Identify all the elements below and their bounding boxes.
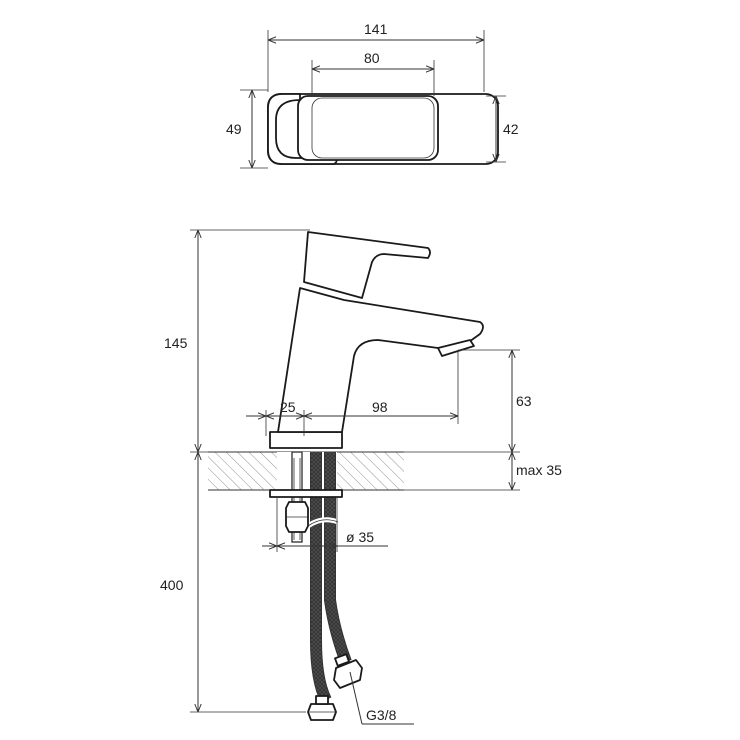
- top-view-lever-inner: [311, 97, 435, 159]
- dim-height: 145: [164, 335, 188, 351]
- mounting-plate: [269, 489, 343, 498]
- dim-top-depth-right: 42: [503, 121, 519, 137]
- top-view-dimensions: 141 80 49 42: [226, 21, 519, 169]
- side-view-dimensions: 145 400 63 max 35 25 98 ø 35 G3/8: [160, 229, 562, 725]
- dim-thread: G3/8: [366, 707, 397, 723]
- mounting-hardware: [269, 451, 343, 543]
- dim-top-lever: 80: [364, 50, 380, 66]
- dim-hole-diameter: ø 35: [346, 529, 374, 545]
- dim-spout-reach: 98: [372, 399, 388, 415]
- dim-max-thickness: max 35: [516, 462, 562, 478]
- dim-top-width: 141: [364, 21, 388, 37]
- faucet-lever: [303, 231, 431, 299]
- dim-base-offset: 25: [280, 399, 296, 415]
- faucet-aerator: [437, 339, 475, 357]
- dim-hose-length: 400: [160, 577, 184, 593]
- supply-hoses: [306, 452, 363, 721]
- top-view-lever: [297, 95, 439, 161]
- faucet-base: [269, 431, 343, 449]
- top-view: [267, 93, 499, 165]
- hose-nut-upper: [333, 659, 363, 689]
- faucet-side-view: [269, 231, 484, 449]
- dim-spout-height: 63: [516, 393, 532, 409]
- dim-top-depth-left: 49: [226, 121, 242, 137]
